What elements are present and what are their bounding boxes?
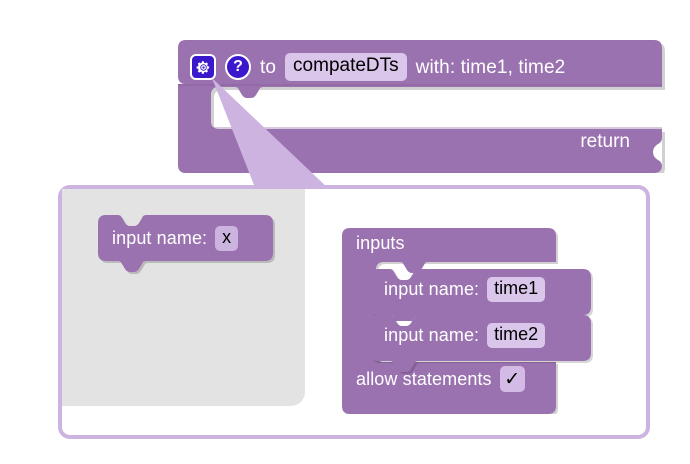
mutator-input-block-time2[interactable]: input name: time2 xyxy=(370,315,591,372)
gear-glyph xyxy=(196,60,209,74)
mutator-input-block-time1[interactable]: input name: time1 xyxy=(370,269,591,321)
input-name-field-2[interactable]: time2 xyxy=(487,323,546,348)
flyout-block-input-name[interactable]: input name: x xyxy=(98,215,273,272)
allow-statements-checkbox[interactable]: ✓ xyxy=(499,366,525,392)
return-label: return xyxy=(580,131,630,152)
input-name-label-1: input name: xyxy=(384,279,480,300)
help-icon[interactable]: ? xyxy=(225,54,251,80)
procedure-header-row: ? to compateDTs with: time1, time2 xyxy=(190,49,565,85)
flyout-input-name-field[interactable]: x xyxy=(215,226,239,251)
gear-icon[interactable] xyxy=(190,54,216,80)
procedure-name-field[interactable]: compateDTs xyxy=(285,53,407,81)
mutator-container-block[interactable]: inputs allow statements ✓ xyxy=(342,228,562,414)
mutator-dialog[interactable]: input name: x inputs xyxy=(58,185,650,439)
flyout-input-name-label: input name: xyxy=(112,228,208,249)
procedure-definition-block[interactable]: ? to compateDTs with: time1, time2 retur… xyxy=(178,40,665,173)
mutator-flyout[interactable]: input name: x xyxy=(62,189,305,406)
with-params-label: with: time1, time2 xyxy=(415,56,566,78)
help-glyph: ? xyxy=(233,58,243,75)
to-label: to xyxy=(260,56,277,78)
input-name-label-2: input name: xyxy=(384,325,480,346)
input-name-field-1[interactable]: time1 xyxy=(487,277,546,302)
container-title: inputs xyxy=(356,233,405,253)
allow-statements-label: allow statements xyxy=(356,369,492,389)
